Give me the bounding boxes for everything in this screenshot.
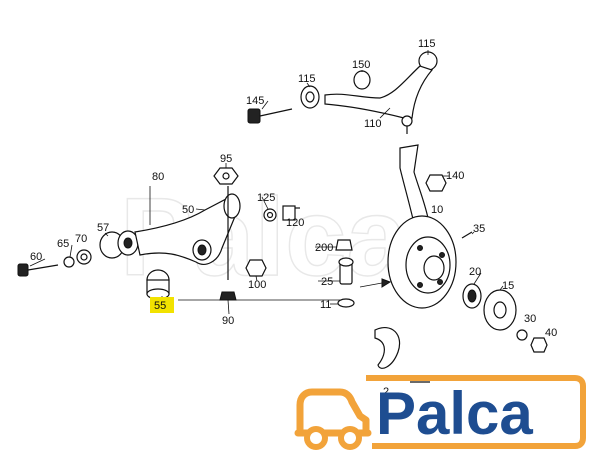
splash-shield — [374, 327, 401, 369]
washer-30 — [516, 329, 528, 341]
nut-140 — [425, 174, 447, 192]
label-115-top[interactable]: 115 — [418, 38, 436, 50]
label-11[interactable]: 11 — [320, 299, 331, 311]
label-110[interactable]: 110 — [364, 118, 382, 130]
label-100[interactable]: 100 — [248, 279, 266, 291]
lower-control-arm-group — [17, 167, 300, 301]
washer-65 — [63, 256, 75, 268]
bolt-145-head — [247, 108, 261, 124]
label-50[interactable]: 50 — [182, 204, 194, 216]
label-40[interactable]: 40 — [545, 327, 557, 339]
upper-arm-110 — [324, 65, 434, 119]
label-57[interactable]: 57 — [97, 222, 109, 234]
nut-40 — [530, 337, 548, 353]
nut-120 — [282, 205, 296, 221]
label-55[interactable]: 55 — [154, 300, 166, 312]
label-60[interactable]: 60 — [30, 251, 42, 263]
label-25[interactable]: 25 — [321, 276, 333, 288]
ball-joint-group — [335, 239, 392, 308]
label-95[interactable]: 95 — [220, 153, 232, 165]
brand-logo: Palca — [294, 375, 586, 450]
label-35[interactable]: 35 — [473, 223, 485, 235]
leader-lines — [29, 50, 504, 315]
nut-200 — [335, 239, 353, 251]
bushing-150 — [353, 70, 371, 90]
label-120[interactable]: 120 — [286, 217, 304, 229]
label-125[interactable]: 125 — [257, 192, 275, 204]
bolt-90-head — [219, 291, 237, 301]
label-2[interactable]: 2 — [383, 386, 389, 398]
label-70[interactable]: 70 — [75, 233, 87, 245]
logo-frame — [366, 375, 586, 449]
label-150[interactable]: 150 — [352, 59, 370, 71]
bolt-60-shaft — [27, 264, 59, 271]
label-90[interactable]: 90 — [222, 315, 234, 327]
arrow-to-knuckle — [359, 282, 383, 288]
label-20[interactable]: 20 — [469, 266, 481, 278]
part-labels: 115 150 115 145 110 95 140 80 125 50 10 … — [30, 38, 557, 398]
logo-text: Palca — [376, 380, 533, 447]
upper-ball-joint — [401, 115, 413, 127]
label-115[interactable]: 115 — [298, 73, 316, 85]
label-65[interactable]: 65 — [57, 238, 69, 250]
label-10[interactable]: 10 — [431, 204, 443, 216]
knuckle-hub-group — [374, 144, 548, 383]
label-140[interactable]: 140 — [446, 170, 464, 182]
nut-100 — [245, 259, 267, 277]
label-145[interactable]: 145 — [246, 95, 264, 107]
upper-control-arm-group — [247, 51, 438, 134]
highlight-box — [150, 297, 174, 313]
bolt-145-shaft — [259, 108, 293, 117]
label-80[interactable]: 80 — [152, 171, 164, 183]
screw-35 — [461, 231, 473, 239]
label-15[interactable]: 15 — [502, 280, 514, 292]
ring-11 — [337, 298, 355, 308]
label-200[interactable]: 200 — [315, 242, 333, 254]
label-30[interactable]: 30 — [524, 313, 536, 325]
bolt-60-head — [17, 263, 29, 277]
delivery-truck-icon — [296, 388, 370, 432]
